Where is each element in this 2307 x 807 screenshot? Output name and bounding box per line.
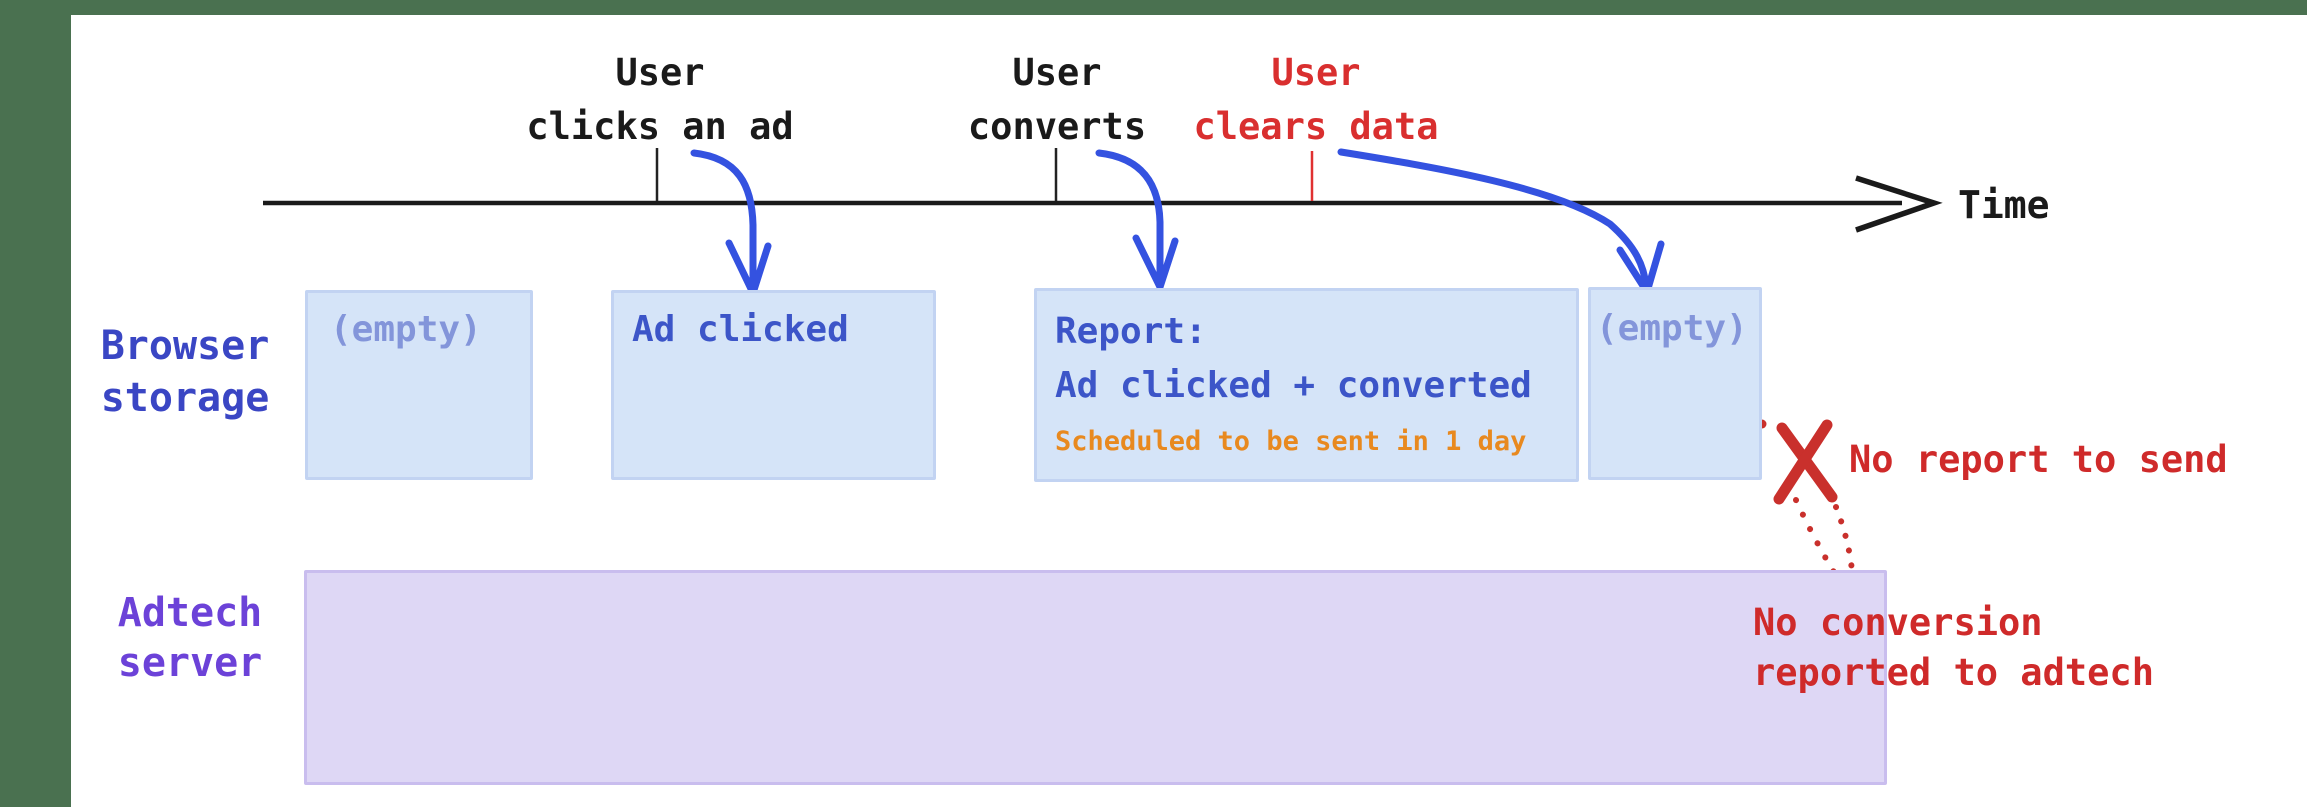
timeline-axis-label: Time xyxy=(1958,183,2050,227)
storage-box-empty-before-click: (empty) xyxy=(305,290,533,480)
timeline-arrowhead-icon xyxy=(1855,175,1943,233)
x-mark-icon xyxy=(1757,419,1838,505)
storage-box-text: Ad clicked xyxy=(632,309,849,350)
adtech-server-row-label: Adtech server xyxy=(75,588,305,688)
frame-left-strip xyxy=(0,0,71,807)
event-label-line: User xyxy=(615,51,705,94)
report-schedule-note: Scheduled to be sent in 1 day xyxy=(1055,426,1527,457)
adtech-server-box xyxy=(304,570,1887,785)
frame-top-strip xyxy=(0,0,2307,15)
event-label-user-converts: User converts xyxy=(968,46,1146,154)
storage-box-text: (empty) xyxy=(330,309,482,350)
row-label-line: Browser xyxy=(100,323,270,369)
annotation-line: No conversion xyxy=(1753,601,2043,644)
event-label-line: User xyxy=(1012,51,1102,94)
storage-box-report: Report: Ad clicked + converted Scheduled… xyxy=(1034,288,1579,482)
browser-storage-row-label: Browser storage xyxy=(75,320,295,424)
annotation-no-conversion-reported: No conversion reported to adtech xyxy=(1753,598,2154,698)
event-label-user-clears-data: User clears data xyxy=(1193,46,1438,154)
storage-box-ad-clicked: Ad clicked xyxy=(611,290,936,480)
row-label-line: Adtech xyxy=(117,590,263,636)
event-label-line: User xyxy=(1271,51,1361,94)
annotation-line: reported to adtech xyxy=(1753,651,2154,694)
blue-arrow-converted xyxy=(1095,149,1179,291)
row-label-line: server xyxy=(117,640,263,686)
event-label-line: clicks an ad xyxy=(526,105,794,148)
event-label-user-clicks-ad: User clicks an ad xyxy=(526,46,793,154)
report-subtitle: Ad clicked + converted xyxy=(1055,365,1532,406)
storage-box-text: (empty) xyxy=(1596,308,1748,349)
blue-arrow-cleared xyxy=(1337,148,1665,296)
storage-box-empty-after-clear: (empty) xyxy=(1588,287,1762,480)
event-label-line: converts xyxy=(967,105,1147,148)
report-title: Report: xyxy=(1055,311,1207,352)
row-label-line: storage xyxy=(100,375,270,421)
annotation-no-report-to-send: No report to send xyxy=(1849,438,2228,481)
event-label-line: clears data xyxy=(1193,105,1439,148)
blue-arrow-ad-clicked xyxy=(690,149,772,297)
